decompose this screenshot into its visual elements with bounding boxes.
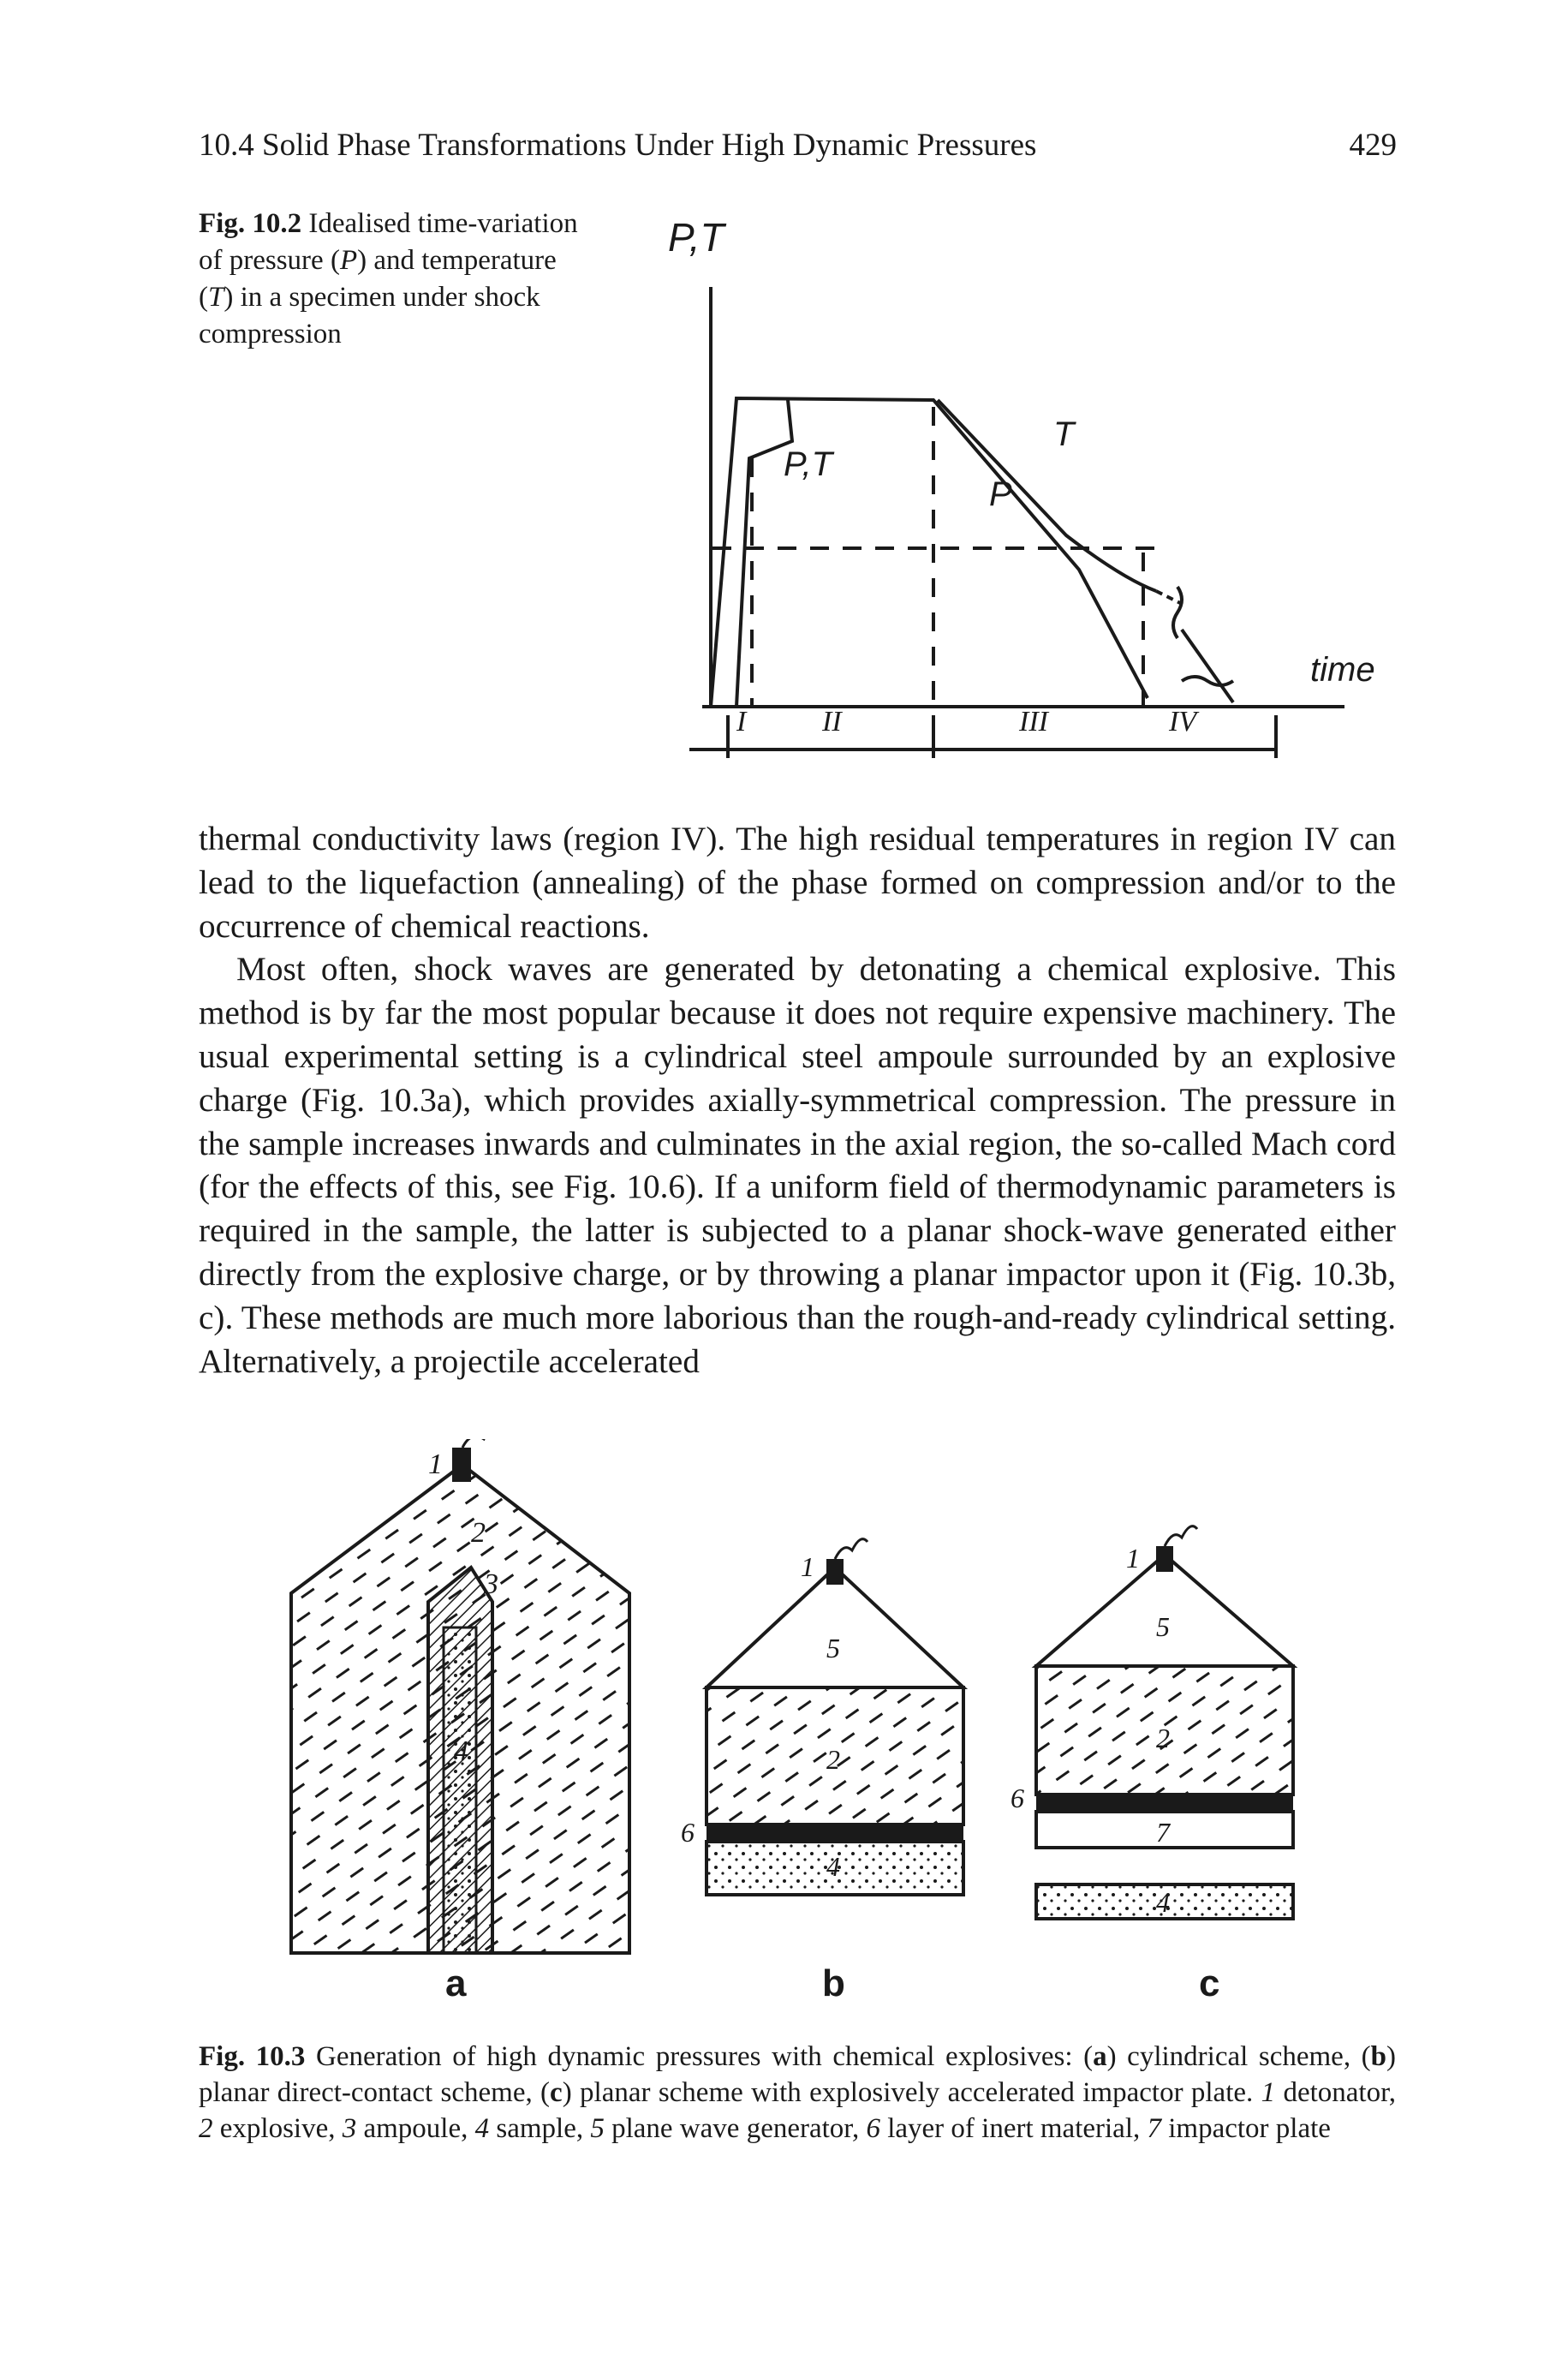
caption-text: ) planar direct-contact scheme, ( xyxy=(199,2041,1397,2108)
detonator xyxy=(452,1448,471,1482)
label-2: 2 xyxy=(471,1517,486,1549)
curve-label-pt: P,T xyxy=(784,445,835,483)
label-7: 7 xyxy=(1156,1817,1172,1848)
body-paragraph: Most often, shock waves are generated by… xyxy=(199,951,1396,1380)
label-6: 6 xyxy=(681,1817,695,1848)
legend-text: detonator, xyxy=(1275,2077,1396,2108)
legend-text: sample, xyxy=(489,2113,591,2144)
caption-text: ) cylindrical scheme, ( xyxy=(1106,2041,1371,2072)
caption-panel-ref: a xyxy=(1093,2041,1107,2072)
temperature-curve-end xyxy=(1180,628,1235,704)
detonator xyxy=(1156,1546,1173,1572)
running-header: 10.4 Solid Phase Transformations Under H… xyxy=(199,128,1037,163)
figure-10-3-label: Fig. 10.3 xyxy=(199,2041,306,2072)
body-text: thermal conductivity laws (region IV). T… xyxy=(199,818,1396,1383)
plane-wave-generator xyxy=(701,1565,969,1689)
legend-text: plane wave generator, xyxy=(604,2113,867,2144)
legend-number: 2 xyxy=(199,2113,213,2144)
caption-text: Generation of high dynamic pressures wit… xyxy=(305,2041,1094,2072)
curve-label-t: T xyxy=(1053,415,1076,453)
inner-curve xyxy=(735,399,795,708)
label-1: 1 xyxy=(1126,1543,1140,1574)
region-label-ii: II xyxy=(821,706,843,738)
temperature-curve xyxy=(936,398,1157,593)
detonator-wire xyxy=(833,1538,869,1560)
inert-layer xyxy=(1036,1795,1293,1812)
explosive-layer xyxy=(705,1686,965,1826)
legend-text: explosive, xyxy=(212,2113,343,2144)
panel-b-planar-direct-contact: 1 5 2 6 4 b xyxy=(681,1538,969,2004)
legend-number: 3 xyxy=(342,2113,357,2144)
figure-10-3-caption: Fig. 10.3 Generation of high dynamic pre… xyxy=(199,2039,1396,2147)
label-6: 6 xyxy=(1011,1783,1024,1813)
impactor-plate xyxy=(1034,1810,1295,1849)
legend-number: 1 xyxy=(1261,2077,1276,2108)
label-2: 2 xyxy=(826,1744,840,1775)
panel-c-planar-impactor: 1 5 2 6 7 4 c xyxy=(1011,1525,1298,2004)
caption-part: ) and temperature ( xyxy=(199,245,557,313)
inert-layer xyxy=(706,1825,963,1842)
panel-letter-c: c xyxy=(1199,1962,1219,2004)
body-paragraph: thermal conductivity laws (region IV). T… xyxy=(199,821,1396,945)
sample xyxy=(705,1840,965,1896)
label-3: 3 xyxy=(483,1568,498,1600)
sample xyxy=(442,1626,478,1955)
legend-text: impactor plate xyxy=(1161,2113,1331,2144)
label-4: 4 xyxy=(1156,1887,1170,1918)
legend-number: 7 xyxy=(1147,2113,1162,2144)
axis-break-mark xyxy=(1180,675,1235,687)
axis-break-mark xyxy=(1172,585,1183,640)
label-2: 2 xyxy=(1156,1723,1170,1753)
caption-panel-ref: b xyxy=(1370,2041,1387,2072)
label-4: 4 xyxy=(826,1851,840,1882)
pressure-curve xyxy=(709,396,1149,708)
detonator xyxy=(826,1559,844,1585)
label-5: 5 xyxy=(826,1633,840,1663)
legend-text: layer of inert material, xyxy=(879,2113,1148,2144)
figure-10-2-caption: Fig. 10.2 Idealised time-variation of pr… xyxy=(199,206,584,353)
sample xyxy=(1034,1883,1295,1920)
panel-a-cylindrical-scheme: 1 2 3 4 a xyxy=(289,1439,631,2004)
legend-number: 4 xyxy=(474,2113,490,2144)
caption-part-italic: P xyxy=(339,245,358,276)
region-label-iv: IV xyxy=(1168,706,1200,738)
page-number: 429 xyxy=(1349,128,1398,163)
legend-number: 5 xyxy=(590,2113,605,2144)
figure-10-2-diagram: P,T time P,T P T I II III IV xyxy=(668,215,1375,758)
figure-10-3-diagram: 1 2 3 4 a 1 5 2 6 4 b 1 5 2 6 7 4 c xyxy=(289,1439,1298,2004)
label-4: 4 xyxy=(454,1735,468,1767)
panel-letter-b: b xyxy=(822,1962,845,2004)
caption-panel-ref: c xyxy=(550,2077,563,2108)
figure-10-2-label: Fig. 10.2 xyxy=(199,208,302,239)
caption-part-italic: T xyxy=(208,282,224,313)
region-label-i: I xyxy=(736,706,748,738)
label-5: 5 xyxy=(1156,1611,1170,1642)
caption-text: ) planar scheme with explosively acceler… xyxy=(562,2077,1261,2108)
curve-label-p: P xyxy=(989,475,1012,513)
detonator-wire xyxy=(1163,1525,1199,1547)
detonator-wire xyxy=(461,1439,486,1448)
explosive-layer xyxy=(1034,1664,1295,1796)
region-label-iii: III xyxy=(1018,706,1050,738)
label-1: 1 xyxy=(801,1551,814,1582)
caption-part: ) in a specimen under shock compression xyxy=(199,282,540,349)
legend-text: ampoule, xyxy=(356,2113,475,2144)
y-axis-label: P,T xyxy=(668,215,727,260)
panel-letter-a: a xyxy=(445,1962,467,2004)
caption-part: Idealised time-variation of pressure ( xyxy=(199,208,578,276)
legend-number: 6 xyxy=(866,2113,880,2144)
label-1: 1 xyxy=(428,1448,443,1480)
temperature-curve-tail xyxy=(1155,589,1183,606)
x-axis-label: time xyxy=(1310,651,1375,689)
